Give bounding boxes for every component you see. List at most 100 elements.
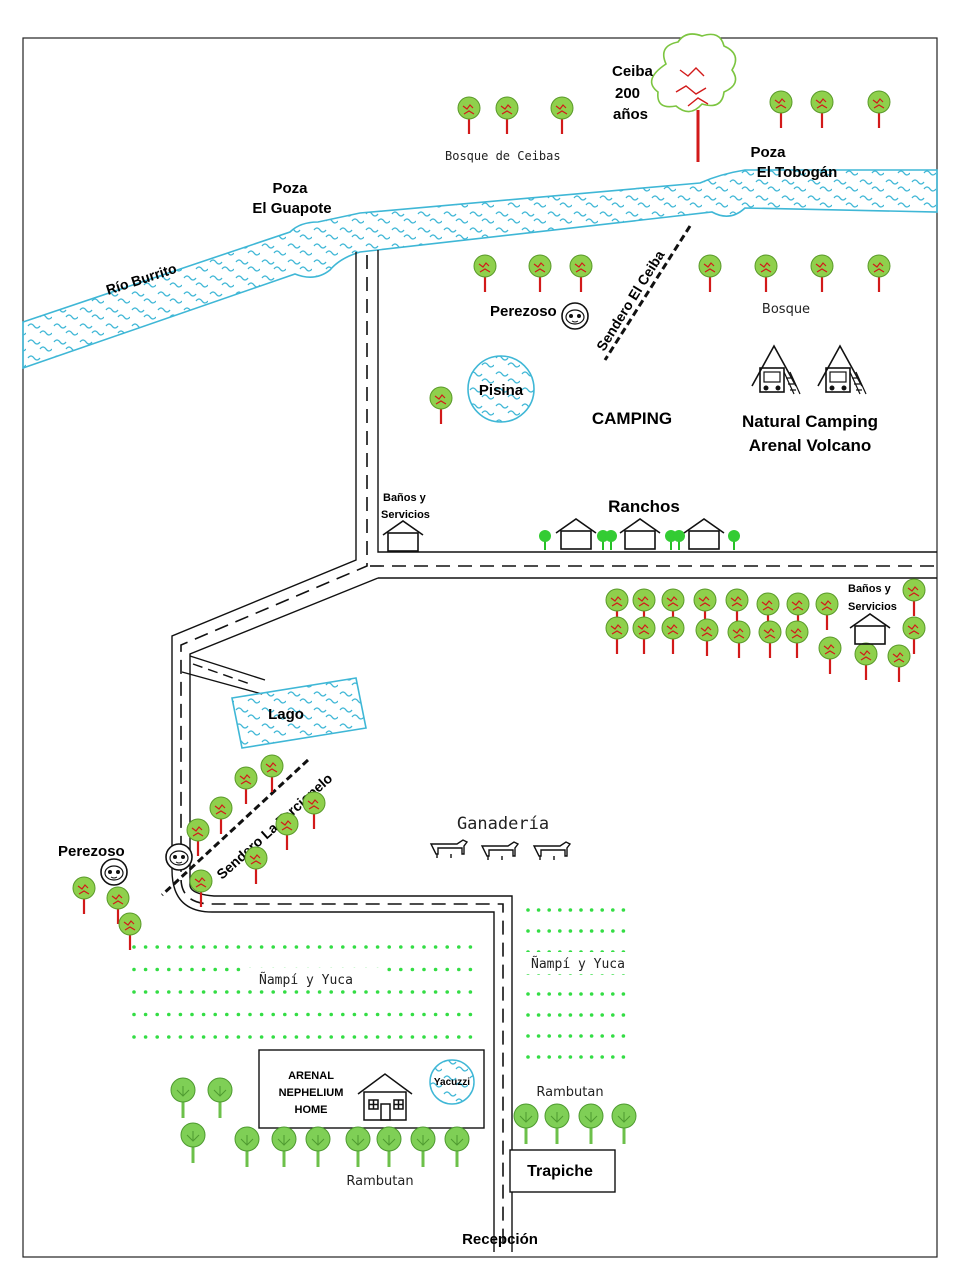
crop-dot <box>600 929 604 933</box>
crop-dot <box>201 967 206 972</box>
banos-east-icon <box>849 613 891 645</box>
trapiche-label: Trapiche <box>527 1163 593 1180</box>
crop-dot <box>259 1035 264 1039</box>
pool-guapote-line1: Poza <box>272 180 308 197</box>
crop-dot <box>341 990 345 994</box>
crop-dot <box>317 1012 322 1017</box>
crop-dot <box>526 929 530 933</box>
crop-dot <box>611 1034 615 1038</box>
ranchos-label: Ranchos <box>608 497 680 516</box>
crop-dot <box>526 1055 530 1059</box>
crop-dot <box>558 908 562 912</box>
home-line2: NEPHELIUM <box>279 1087 344 1099</box>
crop-dot <box>375 990 380 994</box>
crop-dot <box>132 1035 136 1039</box>
crop-label-bg-west <box>248 968 380 990</box>
crop-dot <box>468 1035 473 1039</box>
recepcion-label: Recepción <box>462 1231 538 1248</box>
crop-field-west <box>132 945 473 1039</box>
sloth-icon <box>100 858 128 886</box>
crop-dot <box>547 1013 551 1017</box>
crop-dot <box>433 990 438 994</box>
crop-dot <box>364 990 368 994</box>
crop-dot <box>536 1034 541 1038</box>
crop-dot <box>283 1035 287 1039</box>
crop-field-east <box>526 908 626 1059</box>
crop-dot <box>536 1055 541 1059</box>
nampi-yuca-label-east: Ñampí y Yuca <box>531 956 625 972</box>
crop-dot <box>225 1012 229 1017</box>
crop-dot <box>178 1035 183 1039</box>
crop-dot <box>201 945 206 949</box>
pool-icon <box>467 355 535 423</box>
crop-dot <box>364 945 368 949</box>
crop-dot <box>283 990 287 994</box>
crop-dot <box>422 1035 426 1039</box>
crop-dot <box>178 990 183 994</box>
crop-dot <box>526 1013 530 1017</box>
crop-dot <box>225 990 229 994</box>
tree-west-1 <box>71 875 97 916</box>
crop-dot <box>387 967 392 972</box>
crop-dot <box>341 1035 345 1039</box>
tree-ne-2 <box>809 89 835 130</box>
crop-dot <box>236 967 241 972</box>
home-house-icon <box>357 1073 413 1121</box>
crop-dot <box>445 945 450 949</box>
crop-dot <box>410 1035 415 1039</box>
crop-dot <box>248 1035 252 1039</box>
sendero-terciopelo-label: Sendero La Terciopelo <box>213 770 335 882</box>
crop-dot <box>155 967 159 972</box>
crop-dot <box>536 929 541 933</box>
bosque-tree-4 <box>866 253 892 294</box>
crop-dot <box>259 990 264 994</box>
crop-dot <box>600 992 604 996</box>
crop-dot <box>579 929 583 933</box>
crop-dot <box>248 945 252 949</box>
crop-dot <box>410 967 415 972</box>
crop-dot <box>589 1055 594 1059</box>
crop-dot <box>225 1035 229 1039</box>
crop-dot <box>352 945 357 949</box>
crop-dot <box>568 1055 573 1059</box>
jacuzzi-icon <box>429 1059 475 1105</box>
crop-dot <box>341 945 345 949</box>
tree-ne-1 <box>768 89 794 130</box>
crop-dot <box>526 992 530 996</box>
rancho-icon <box>555 518 597 550</box>
crop-dot <box>589 992 594 996</box>
crop-dot <box>364 1012 368 1017</box>
pool-tobogan-line1: Poza <box>750 144 786 161</box>
crop-dot <box>143 967 148 972</box>
crop-dot <box>317 945 322 949</box>
crop-dot <box>306 945 310 949</box>
cow-icon <box>430 839 468 859</box>
map-frame <box>22 37 938 1258</box>
banos-east-line1: Baños y <box>848 583 892 595</box>
crop-dot <box>422 1012 426 1017</box>
bosque-tree-1 <box>697 253 723 294</box>
sendero-ceiba-label: Sendero El Ceiba <box>593 247 668 353</box>
bosque-tree-2 <box>753 253 779 294</box>
crop-dot <box>547 992 551 996</box>
crop-dot <box>457 990 461 994</box>
crop-dot <box>468 990 473 994</box>
bosque-label: Bosque <box>762 302 810 317</box>
crop-dot <box>132 967 136 972</box>
bush-icon <box>672 529 686 551</box>
crop-dot <box>306 1035 310 1039</box>
crop-dot <box>352 990 357 994</box>
crop-dot <box>387 1012 392 1017</box>
pool-guapote-line2: El Guapote <box>252 200 331 217</box>
crop-dot <box>155 990 159 994</box>
crop-dot <box>445 1012 450 1017</box>
crop-dot <box>621 992 626 996</box>
crop-dot <box>294 1035 299 1039</box>
bush-icon <box>727 529 741 551</box>
ceiba-tree-3 <box>549 95 575 136</box>
crop-dot <box>283 1012 287 1017</box>
crop-dot <box>600 1055 604 1059</box>
bosque-tree-3 <box>809 253 835 294</box>
crop-dot <box>468 1012 473 1017</box>
